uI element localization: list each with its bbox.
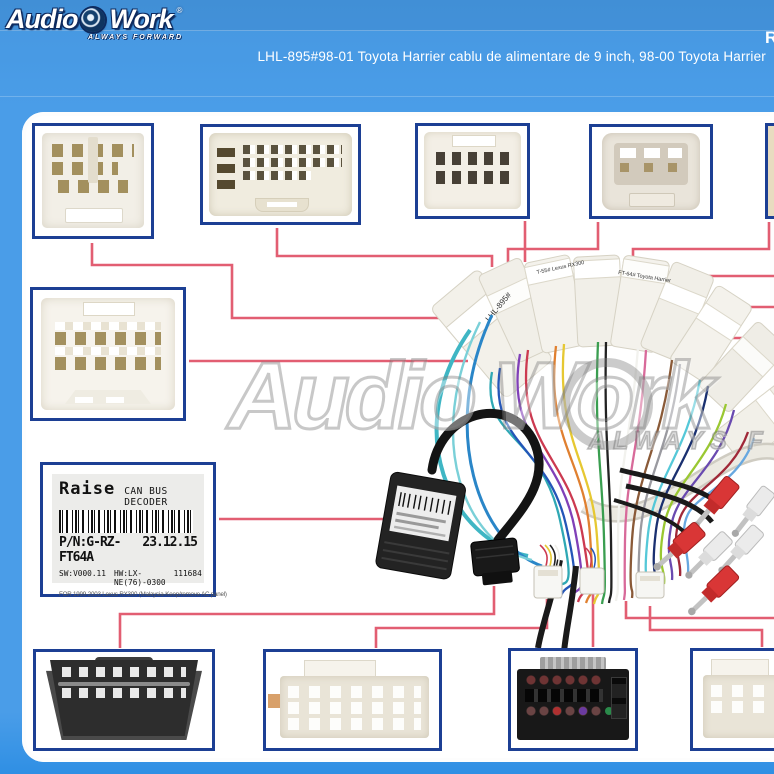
connector-body bbox=[703, 675, 774, 738]
canbus-decoder-box bbox=[375, 471, 466, 580]
grey-plug-connector bbox=[602, 133, 700, 210]
connector-lug bbox=[268, 694, 280, 708]
brand-logo-work: Work bbox=[109, 4, 173, 34]
header-divider bbox=[0, 96, 774, 97]
pin-row bbox=[711, 685, 774, 697]
pin-row bbox=[436, 152, 509, 165]
slot-row bbox=[55, 322, 161, 330]
connector-slot bbox=[254, 198, 309, 212]
barcode bbox=[59, 510, 193, 533]
16pin-connector bbox=[424, 132, 521, 209]
pin-row bbox=[243, 158, 342, 167]
pin-row bbox=[711, 701, 774, 713]
raise-product: CAN BUS DECODER bbox=[124, 486, 168, 508]
connector-body bbox=[280, 676, 429, 738]
connector-box-plug bbox=[589, 124, 713, 219]
connector-box-20pin bbox=[200, 124, 361, 225]
raise-serial: 111684 bbox=[173, 569, 202, 578]
connector-channel bbox=[88, 137, 98, 183]
pin-row-squares bbox=[525, 689, 603, 702]
connector-box-cropped-right bbox=[765, 123, 774, 219]
connector-box-obd bbox=[33, 649, 215, 751]
raise-brand: Raise bbox=[59, 479, 116, 499]
brand-logo-disc-icon bbox=[81, 8, 106, 32]
white-connector-cropped bbox=[693, 651, 774, 748]
pin-row bbox=[55, 357, 161, 370]
pin-row bbox=[243, 171, 313, 180]
connector-slot bbox=[65, 208, 123, 223]
connector-box-18pin-white bbox=[263, 649, 442, 751]
raise-vehicle-note: FOR 1999-2003 Lexus RX300 (Malaysia-Keep… bbox=[59, 591, 227, 598]
pin-row bbox=[58, 180, 128, 193]
harness-wires bbox=[489, 341, 756, 605]
pin-row-circles bbox=[525, 705, 603, 717]
connector-inner bbox=[50, 660, 198, 736]
jst-connector-1 bbox=[533, 544, 563, 599]
connector-box-iso bbox=[508, 648, 638, 751]
connector-divider bbox=[58, 682, 190, 686]
obd-connector bbox=[36, 652, 212, 748]
colored-pins bbox=[553, 707, 561, 715]
pin-row bbox=[243, 145, 342, 154]
connector-slot bbox=[629, 193, 675, 207]
pin-row bbox=[62, 667, 186, 677]
pin-row bbox=[288, 702, 421, 714]
connector-inner bbox=[614, 143, 688, 185]
slot-row bbox=[620, 148, 682, 158]
connector-body bbox=[517, 669, 629, 740]
rca-plugs bbox=[653, 475, 774, 616]
canbus-decoder-label-box: Raise CAN BUS DECODER P/N:G-RZ-FT64A 23.… bbox=[40, 462, 227, 598]
brand-tagline: ALWAYS FORWARD bbox=[88, 34, 184, 41]
jst-connector-3 bbox=[635, 571, 665, 599]
connector-tab bbox=[83, 302, 135, 316]
product-title: LHL-895#98-01 Toyota Harrier cablu de al… bbox=[257, 49, 766, 64]
raise-hw-version: HW:LX-NE(76)-0300 bbox=[113, 569, 166, 587]
pin-row bbox=[436, 171, 509, 184]
raise-date: 23.12.15 bbox=[142, 535, 198, 550]
20pin-connector bbox=[209, 133, 352, 216]
header-band bbox=[0, 0, 774, 31]
connector-box-14pin bbox=[30, 287, 186, 421]
raise-part-number: P/N:G-RZ-FT64A bbox=[59, 535, 121, 565]
decoder-cable bbox=[427, 409, 544, 545]
pin-row bbox=[52, 162, 118, 175]
pin-row bbox=[288, 686, 421, 698]
side-pins bbox=[611, 677, 627, 719]
pin-row bbox=[288, 718, 421, 730]
corner-partial-text: R bbox=[765, 28, 774, 47]
connector-tab bbox=[451, 135, 496, 147]
pin-row bbox=[620, 163, 682, 172]
pin-row-circles bbox=[525, 674, 603, 686]
decoder-cable-connector bbox=[470, 537, 520, 586]
registered-mark: ® bbox=[176, 6, 183, 15]
brand-logo-audio: Audio bbox=[6, 4, 78, 34]
18pin-white-connector bbox=[266, 652, 439, 748]
power-plug-connector bbox=[42, 133, 144, 228]
iso-connector bbox=[511, 651, 635, 748]
pin-row bbox=[62, 688, 186, 698]
connector-slot bbox=[65, 390, 151, 404]
harness-connector-fan: LHL-895# T-55# Lexus RX300 FT-64# Toyota… bbox=[432, 254, 774, 465]
slot-row bbox=[55, 347, 161, 355]
jst-connector-2 bbox=[579, 547, 605, 595]
raise-sw-version: SW:V000.11 bbox=[59, 569, 106, 578]
14pin-connector bbox=[41, 298, 175, 410]
side-pins bbox=[217, 145, 235, 189]
connector-box-cropped-white bbox=[690, 648, 774, 751]
raise-decoder-label: Raise CAN BUS DECODER P/N:G-RZ-FT64A 23.… bbox=[52, 474, 227, 598]
connector-box-power-plug bbox=[32, 123, 154, 239]
pin-row bbox=[55, 332, 161, 345]
connector-box-16pin bbox=[415, 123, 530, 219]
brand-logo: Audio Work ® bbox=[6, 4, 183, 34]
metal-clip bbox=[540, 657, 606, 670]
